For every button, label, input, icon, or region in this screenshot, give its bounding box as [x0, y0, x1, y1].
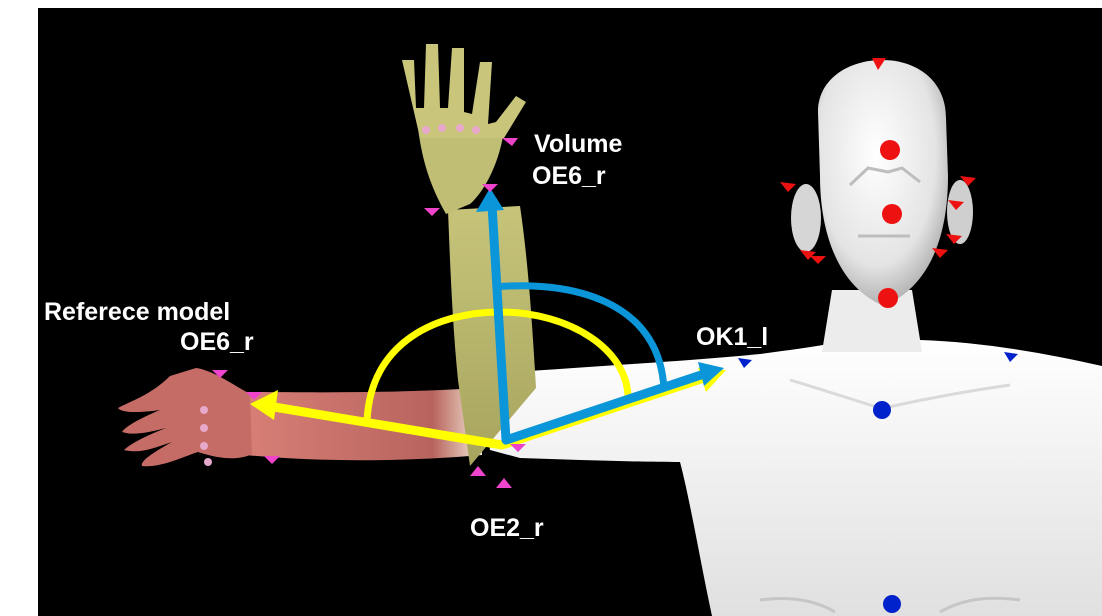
marker-dot [883, 595, 901, 613]
marker-dot [422, 126, 430, 134]
marker-dot [204, 458, 212, 466]
label-reference-oe6: OE6_r [180, 328, 254, 356]
marker-dot [200, 442, 208, 450]
label-reference-model: Referece model [44, 298, 230, 326]
marker-dot [882, 204, 902, 224]
label-volume: Volume [534, 130, 622, 158]
label-ok1: OK1_l [696, 323, 768, 351]
left-ear [791, 184, 821, 252]
marker-dot [472, 126, 480, 134]
right-ear [947, 180, 973, 244]
label-oe2: OE2_r [470, 514, 544, 542]
marker-dot [878, 288, 898, 308]
marker-dot [873, 401, 891, 419]
marker-dot [456, 124, 464, 132]
marker-dot [880, 140, 900, 160]
label-volume-oe6: OE6_r [532, 162, 606, 190]
marker-dot [438, 124, 446, 132]
marker-dot [200, 406, 208, 414]
marker-dot [200, 424, 208, 432]
